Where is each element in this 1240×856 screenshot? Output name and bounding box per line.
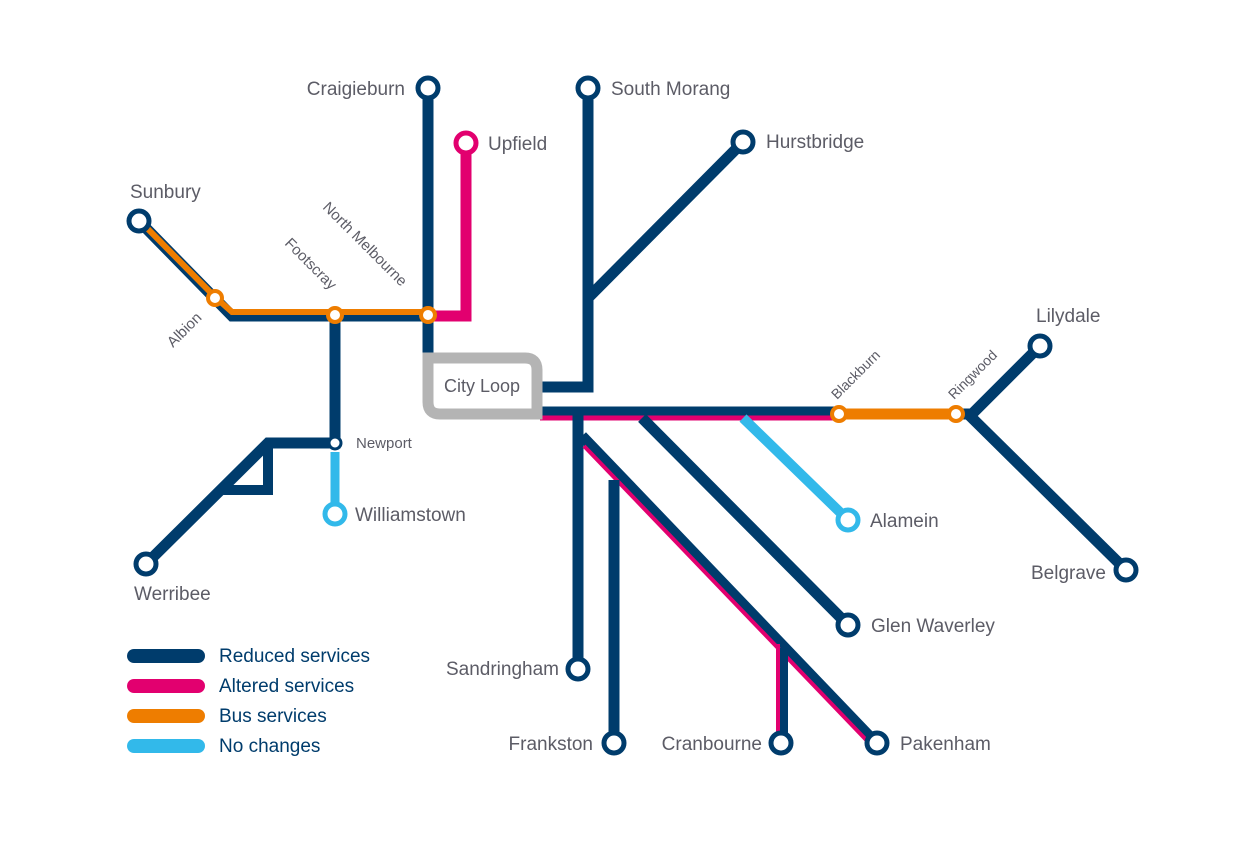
- city-loop-label: City Loop: [444, 376, 520, 396]
- station-albion[interactable]: [206, 289, 224, 307]
- label-frankston: Frankston: [509, 734, 593, 755]
- station-south-morang[interactable]: [575, 75, 601, 101]
- label-south-morang: South Morang: [611, 79, 730, 100]
- station-footscray[interactable]: [326, 306, 344, 324]
- line-werribee-trunk: [142, 316, 341, 568]
- label-albion: Albion: [164, 309, 206, 351]
- line-upfield: [428, 143, 472, 322]
- label-sandringham: Sandringham: [446, 659, 559, 680]
- label-sunbury: Sunbury: [130, 182, 201, 203]
- legend-label-no-changes: No changes: [219, 736, 320, 757]
- station-frankston[interactable]: [601, 730, 627, 756]
- label-werribee: Werribee: [134, 584, 211, 605]
- station-pakenham[interactable]: [864, 730, 890, 756]
- label-cranbourne: Cranbourne: [662, 734, 762, 755]
- line-belgrave: [964, 410, 1130, 574]
- station-sandringham[interactable]: [565, 656, 591, 682]
- label-lilydale: Lilydale: [1036, 306, 1100, 327]
- label-newport: Newport: [356, 435, 413, 452]
- station-sunbury[interactable]: [126, 208, 152, 234]
- city-loop: [422, 352, 543, 420]
- station-newport[interactable]: [327, 435, 343, 451]
- legend-label-altered: Altered services: [219, 676, 354, 697]
- station-belgrave[interactable]: [1113, 557, 1139, 583]
- station-werribee[interactable]: [133, 551, 159, 577]
- line-hurstbridge: [584, 138, 747, 302]
- line-alamein: [739, 414, 852, 524]
- station-glen-waverley[interactable]: [835, 612, 861, 638]
- station-lilydale[interactable]: [1027, 333, 1053, 359]
- line-pakenham-reduced: [578, 432, 880, 747]
- label-glen-waverley: Glen Waverley: [871, 616, 995, 637]
- label-craigieburn: Craigieburn: [307, 79, 405, 100]
- line-altona-loop: [220, 443, 273, 495]
- label-hurstbridge: Hurstbridge: [766, 132, 864, 153]
- label-alamein: Alamein: [870, 511, 939, 532]
- station-upfield[interactable]: [453, 130, 479, 156]
- station-craigieburn[interactable]: [415, 75, 441, 101]
- legend-label-bus: Bus services: [219, 706, 327, 727]
- station-cranbourne[interactable]: [768, 730, 794, 756]
- label-williamstown: Williamstown: [355, 505, 466, 526]
- station-ringwood[interactable]: [947, 405, 965, 423]
- station-williamstown[interactable]: [322, 501, 348, 527]
- label-belgrave: Belgrave: [1031, 563, 1106, 584]
- station-north-melbourne[interactable]: [419, 306, 437, 324]
- line-pakenham-altered: [582, 444, 874, 748]
- station-blackburn[interactable]: [830, 405, 848, 423]
- station-alamein[interactable]: [835, 507, 861, 533]
- station-hurstbridge[interactable]: [730, 129, 756, 155]
- line-south-morang: [540, 88, 594, 393]
- line-glen-waverley: [638, 414, 852, 629]
- label-upfield: Upfield: [488, 134, 547, 155]
- label-pakenham: Pakenham: [900, 734, 991, 755]
- legend: Reduced services Altered services Bus se…: [127, 646, 370, 757]
- label-footscray: Footscray: [281, 235, 340, 294]
- label-blackburn: Blackburn: [828, 347, 883, 402]
- legend-label-reduced: Reduced services: [219, 646, 370, 667]
